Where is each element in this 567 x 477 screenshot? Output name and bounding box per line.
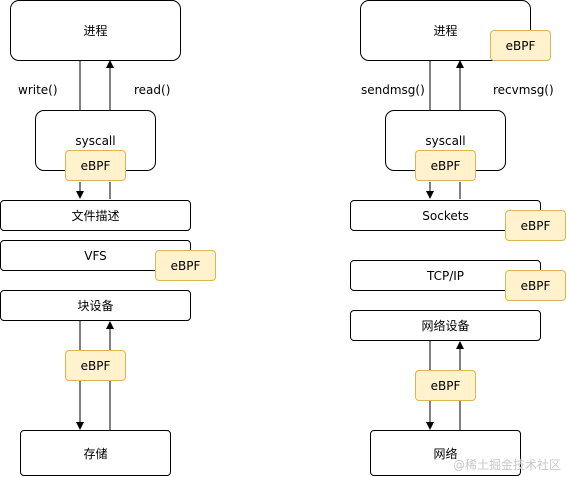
block-device-label: 块设备 (77, 299, 114, 313)
right-syscall-box: syscall (385, 110, 506, 171)
storage-box: 存储 (20, 430, 171, 476)
right-syscall-ebpf: eBPF (415, 150, 476, 181)
net-ebpf-label: eBPF (430, 378, 461, 393)
tcpip-label: TCP/IP (426, 268, 465, 283)
right-process-ebpf: eBPF (490, 30, 551, 61)
sockets-ebpf-label: eBPF (520, 218, 551, 233)
sockets-ebpf: eBPF (505, 210, 566, 241)
left-syscall-ebpf-label: eBPF (80, 158, 111, 173)
block-ebpf: eBPF (65, 350, 126, 381)
left-syscall-label: syscall (75, 133, 116, 148)
storage-label: 存储 (83, 446, 108, 461)
tcpip-ebpf-label: eBPF (520, 278, 551, 293)
read-label: read() (134, 83, 171, 97)
net-device-label: 网络设备 (421, 319, 470, 333)
vfs-label: VFS (84, 248, 107, 263)
sendmsg-label: sendmsg() (361, 83, 425, 97)
block-device-box: 块设备 (0, 290, 191, 321)
network-box: 网络 (370, 430, 521, 476)
file-descriptor-label: 文件描述 (71, 209, 120, 223)
write-label: write() (18, 83, 58, 97)
right-syscall-ebpf-label: eBPF (430, 158, 461, 173)
left-process-label: 进程 (83, 24, 108, 38)
left-process-box: 进程 (10, 0, 181, 61)
tcpip-ebpf: eBPF (505, 270, 566, 301)
block-ebpf-label: eBPF (80, 358, 111, 373)
watermark: @稀土掘金技术社区 (452, 458, 561, 472)
network-label: 网络 (433, 446, 458, 461)
vfs-ebpf: eBPF (155, 250, 216, 281)
right-process-label: 进程 (433, 24, 458, 38)
left-syscall-ebpf: eBPF (65, 150, 126, 181)
right-syscall-label: syscall (425, 133, 466, 148)
recvmsg-label: recvmsg() (493, 83, 554, 97)
net-device-box: 网络设备 (350, 310, 541, 341)
right-process-ebpf-label: eBPF (505, 38, 536, 53)
file-descriptor-box: 文件描述 (0, 200, 191, 231)
vfs-ebpf-label: eBPF (170, 258, 201, 273)
net-ebpf: eBPF (415, 370, 476, 401)
sockets-label: Sockets (422, 208, 469, 223)
